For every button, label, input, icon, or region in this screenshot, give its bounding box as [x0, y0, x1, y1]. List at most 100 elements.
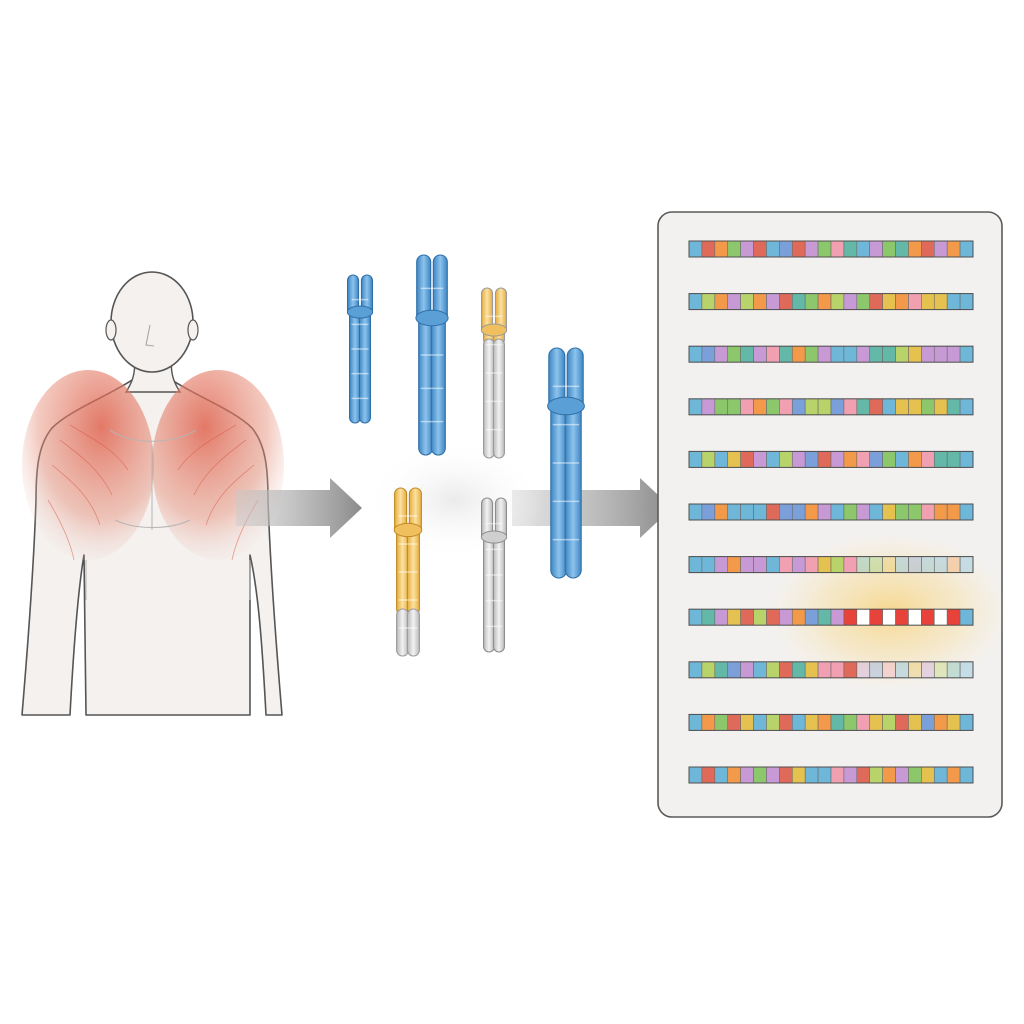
sequence-segment	[791, 556, 806, 573]
sequence-segment	[817, 345, 832, 363]
chromosome-yellow-gray-top	[480, 287, 508, 459]
sequence-segment	[804, 766, 819, 784]
strand-outline	[688, 661, 974, 679]
sequence-segment	[908, 451, 922, 468]
sequence-segment	[766, 451, 780, 468]
sequence-segment	[753, 451, 767, 468]
centromere	[346, 305, 374, 319]
sequence-segment	[869, 293, 883, 310]
sequence-segment	[895, 293, 909, 310]
sequence-segment	[959, 766, 974, 784]
sequence-segment	[843, 766, 858, 784]
sequence-panel	[657, 211, 1010, 818]
sequence-segment	[791, 451, 806, 468]
sequence-segment	[843, 503, 858, 521]
sequence-segment	[714, 714, 729, 731]
sequence-segment	[830, 608, 845, 626]
sequence-segment	[714, 661, 729, 679]
sequence-segment	[895, 556, 909, 573]
sequence-segment	[817, 503, 832, 521]
sequence-segment	[804, 556, 819, 573]
sequence-segment	[779, 398, 793, 416]
sequence-segment	[714, 240, 729, 258]
sequence-segment	[830, 451, 845, 468]
sequence-segment	[869, 451, 883, 468]
sequence-segment	[921, 556, 935, 573]
strand-outline	[688, 608, 974, 626]
sequence-segment	[688, 661, 703, 679]
strand-outline	[688, 345, 974, 363]
sequence-segment	[817, 293, 832, 310]
sequence-segment	[921, 503, 935, 521]
sequence-segment	[933, 398, 948, 416]
sequence-segment	[766, 240, 780, 258]
chromatid-lower	[482, 338, 496, 459]
sequence-segment	[959, 345, 974, 363]
sequence-segment	[921, 240, 935, 258]
chromosome-yellow-bottom	[393, 487, 423, 657]
sequence-segment	[701, 608, 716, 626]
nose	[145, 324, 155, 347]
human-figure	[21, 271, 284, 716]
arrow-to-chromosomes	[236, 478, 362, 538]
chromatid-lower	[430, 313, 446, 456]
sequence-segment	[882, 240, 896, 258]
sequence-segment	[946, 345, 961, 363]
sequence-segment	[740, 398, 754, 416]
sequence-segment	[804, 503, 819, 521]
sequence-segment	[933, 293, 948, 310]
sequence-segment	[688, 503, 703, 521]
strand-outline	[688, 556, 974, 574]
sequence-segment	[908, 293, 922, 310]
sequence-segment	[817, 240, 832, 258]
sequence-segment	[766, 556, 780, 573]
chromosome-small-blue	[346, 274, 374, 424]
sequence-segment	[933, 345, 948, 363]
sequence-segment	[959, 451, 974, 468]
centromere	[480, 323, 508, 337]
sequence-segment	[688, 240, 703, 258]
sequence-segment	[727, 766, 741, 784]
sequence-segment	[933, 661, 948, 679]
sequence-segment	[817, 398, 832, 416]
sequence-segment	[766, 398, 780, 416]
sequence-segment	[740, 293, 754, 310]
centromere	[547, 396, 585, 416]
sequence-segment	[740, 766, 754, 784]
sequence-segment	[817, 608, 832, 626]
strand-outline	[688, 503, 974, 521]
sequence-segment	[714, 451, 729, 468]
chromatid-lower	[564, 401, 582, 579]
sequence-segment	[959, 240, 974, 258]
sequence-segment	[946, 766, 961, 784]
sequence-segment	[908, 398, 922, 416]
sequence-segment	[921, 398, 935, 416]
sequence-segment	[740, 240, 754, 258]
sequence-segment	[895, 398, 909, 416]
chromatid-lower	[550, 401, 568, 579]
sequence-segment	[779, 608, 793, 626]
sequence-segment	[817, 556, 832, 573]
sequence-segment	[688, 398, 703, 416]
sequence-strand	[688, 450, 974, 468]
chromatid-lower	[406, 525, 420, 616]
sequence-segment	[753, 608, 767, 626]
muscle-right-shoulder	[152, 370, 284, 560]
sequence-segment	[882, 714, 896, 731]
sequence-segment	[856, 398, 871, 416]
sequence-segment	[882, 503, 896, 521]
sequence-segment	[701, 293, 716, 310]
sequence-segment	[882, 608, 896, 626]
sequence-segment	[779, 451, 793, 468]
sequence-segment	[933, 451, 948, 468]
sequence-segment	[959, 398, 974, 416]
sequence-strand	[688, 398, 974, 416]
sequence-segment	[727, 608, 741, 626]
sequence-segment	[688, 451, 703, 468]
chromatid-lower	[482, 532, 496, 653]
sequence-segment	[921, 608, 935, 626]
sequence-segment	[740, 556, 754, 573]
sequence-segment	[688, 714, 703, 731]
sequence-segment	[908, 556, 922, 573]
